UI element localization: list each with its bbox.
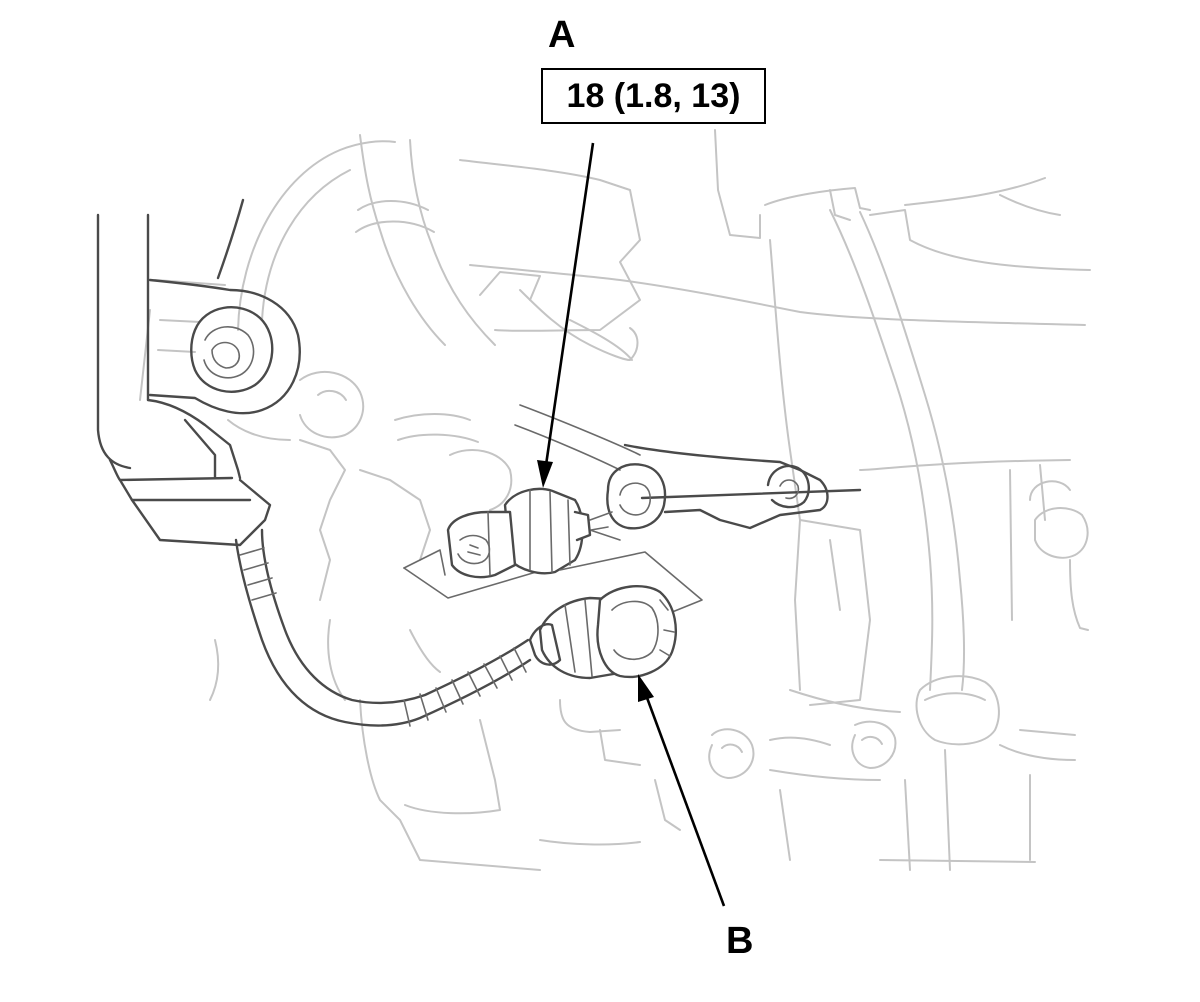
callout-label-a: A [548,14,576,56]
torque-spec-text: 18 (1.8, 13) [566,76,741,115]
connector-b [528,551,703,680]
wire-harness [234,528,532,727]
left-mount-bracket [96,198,301,547]
mounting-plate [514,404,862,541]
torque-spec-box: 18 (1.8, 13) [541,68,766,124]
oil-pressure-switch-a [403,487,613,599]
arrow-leader-a-icon [537,460,553,488]
engine-background-linework [139,129,1091,871]
arrow-leader-b-icon [638,674,654,702]
leader-b-line [644,694,726,907]
callout-label-b: B [726,920,754,962]
leader-lines [537,142,726,907]
leader-a-line [544,142,595,466]
